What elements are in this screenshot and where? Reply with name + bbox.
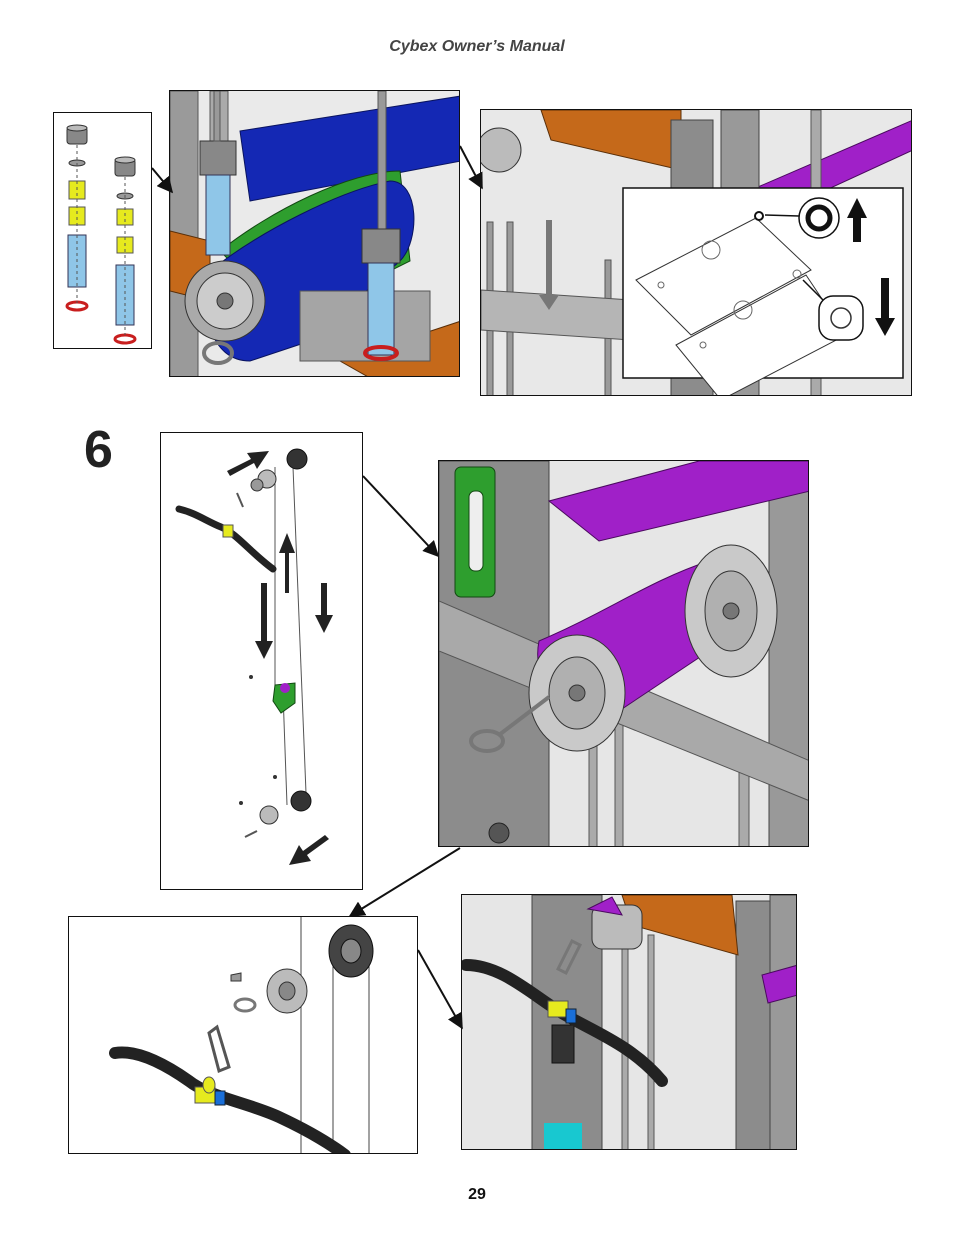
arrow-routing-to-pulley bbox=[363, 476, 438, 556]
bushing-stack-illustration bbox=[54, 113, 152, 349]
carriage-illustration bbox=[170, 91, 460, 377]
installed-bar-illustration bbox=[462, 895, 797, 1150]
pulley-assembly-closeup bbox=[438, 460, 809, 847]
bushing-stack-detail bbox=[53, 112, 152, 349]
installed-bar-view bbox=[461, 894, 797, 1150]
page-number: 29 bbox=[0, 1186, 954, 1204]
step-number: 6 bbox=[84, 420, 113, 480]
arrow-carriage-to-plate bbox=[460, 146, 482, 188]
bar-attachment-illustration bbox=[69, 917, 418, 1154]
cable-routing-diagram bbox=[160, 432, 363, 890]
guide-plate-illustration bbox=[481, 110, 912, 396]
pulley-assembly-illustration bbox=[439, 461, 809, 847]
arrow-pulley-to-bar bbox=[350, 848, 460, 916]
bar-attachment-detail bbox=[68, 916, 418, 1154]
manual-header-title: Cybex Owner’s Manual bbox=[0, 38, 954, 56]
guide-plate-view bbox=[480, 109, 912, 396]
arrow-bar-to-installed bbox=[418, 950, 462, 1028]
carriage-guide-rod-view bbox=[169, 90, 460, 377]
cable-routing-illustration bbox=[161, 433, 363, 890]
